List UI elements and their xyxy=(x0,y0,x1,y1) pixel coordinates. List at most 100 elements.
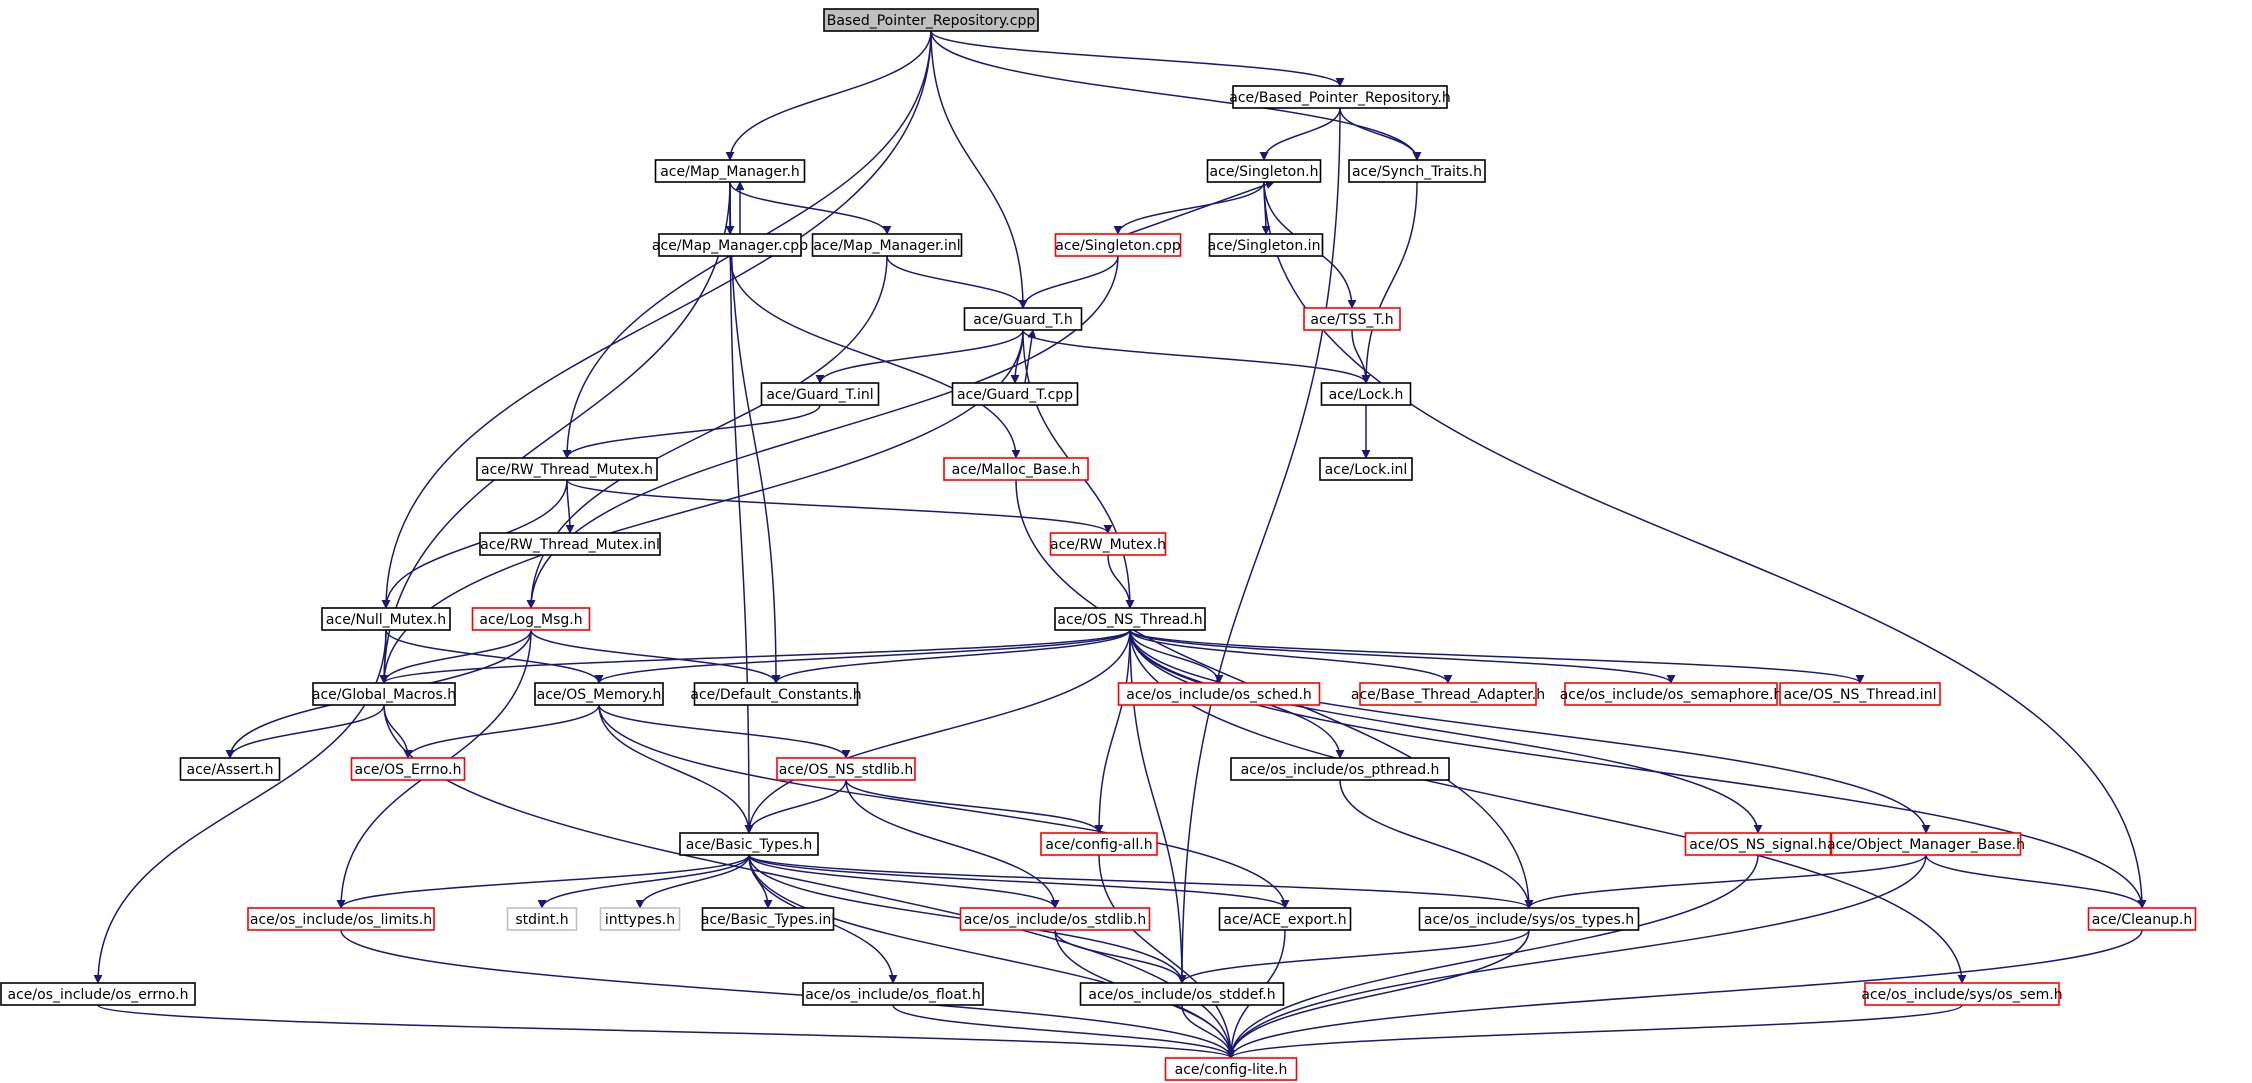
node-box xyxy=(1303,307,1401,331)
node-omb[interactable]: ace/Object_Manager_Base.h xyxy=(1827,832,2025,856)
node-label: ace/Map_Manager.h xyxy=(660,164,800,180)
node-systypes[interactable]: ace/os_include/sys/os_types.h xyxy=(1418,907,1640,931)
node-logmsg[interactable]: ace/Log_Msg.h xyxy=(471,607,591,631)
node-bta[interactable]: ace/Base_Thread_Adapter.h xyxy=(1351,682,1545,706)
node-btinl[interactable]: ace/Basic_Types.inl xyxy=(701,907,835,931)
node-syssem[interactable]: ace/os_include/sys/os_sem.h xyxy=(1861,982,2063,1006)
node-cfgall[interactable]: ace/config-all.h xyxy=(1040,832,1158,856)
node-mminl[interactable]: ace/Map_Manager.inl xyxy=(811,233,963,257)
node-singcpp[interactable]: ace/Singleton.cpp xyxy=(1054,233,1182,257)
edge-osnst-to-cfgall xyxy=(1094,629,1131,834)
node-mmcpp[interactable]: ace/Map_Manager.cpp xyxy=(652,233,808,257)
node-rwtminl[interactable]: ace/RW_Thread_Mutex.inl xyxy=(479,532,661,556)
node-box xyxy=(951,382,1079,406)
node-nullm[interactable]: ace/Null_Mutex.h xyxy=(321,607,451,631)
node-box xyxy=(802,982,984,1006)
edge-osnst-to-sched xyxy=(1129,629,1224,684)
node-box xyxy=(963,307,1083,331)
node-rwm[interactable]: ace/RW_Mutex.h xyxy=(1049,532,1167,556)
edge-osnst-to-osmem xyxy=(594,629,1131,684)
node-limits[interactable]: ace/os_include/os_limits.h xyxy=(247,907,435,931)
node-label: ace/Global_Macros.h xyxy=(312,687,456,703)
edge-omb-to-systypes xyxy=(1524,854,1927,909)
node-label: ace/Synch_Traits.h xyxy=(1352,164,1482,180)
node-stdlib[interactable]: ace/OS_NS_stdlib.h xyxy=(776,757,916,781)
node-lockinl[interactable]: ace/Lock.inl xyxy=(1319,457,1413,481)
node-box xyxy=(1320,382,1412,406)
node-guard[interactable]: ace/Guard_T.h xyxy=(963,307,1083,331)
edge-osstdlib-to-stddef xyxy=(1054,929,1187,984)
node-box xyxy=(1164,1057,1298,1081)
node-export[interactable]: ace/ACE_export.h xyxy=(1218,907,1352,931)
edge-osnst-to-defc xyxy=(771,629,1131,684)
node-box xyxy=(1218,907,1352,931)
node-osnst[interactable]: ace/OS_NS_Thread.h xyxy=(1054,607,1206,631)
edge-mm-to-btypes xyxy=(729,181,754,834)
edge-syssem-to-cfglite xyxy=(1226,1004,1963,1059)
node-assert[interactable]: ace/Assert.h xyxy=(179,757,281,781)
edge-synch-to-lock xyxy=(1361,181,1418,384)
node-stddef[interactable]: ace/os_include/os_stddef.h xyxy=(1079,982,1285,1006)
node-rwtm[interactable]: ace/RW_Thread_Mutex.h xyxy=(476,457,658,481)
edge-bprh-to-synch xyxy=(1339,107,1422,161)
node-osmem[interactable]: ace/OS_Memory.h xyxy=(534,682,664,706)
node-label: ace/os_include/os_sched.h xyxy=(1126,687,1311,703)
edge-guardcpp-to-guard xyxy=(1024,329,1037,384)
node-label: ace/os_include/os_errno.h xyxy=(8,987,189,1003)
node-label: ace/Guard_T.cpp xyxy=(957,387,1073,403)
node-label: ace/OS_NS_signal.h xyxy=(1689,837,1827,853)
node-cleanup[interactable]: ace/Cleanup.h xyxy=(2087,907,2197,931)
node-btypes[interactable]: ace/Basic_Types.h xyxy=(679,832,819,856)
node-root[interactable]: Based_Pointer_Repository.cpp xyxy=(823,8,1039,32)
node-pthread[interactable]: ace/os_include/os_pthread.h xyxy=(1230,757,1450,781)
node-label: ace/OS_Errno.h xyxy=(355,762,462,778)
node-synch[interactable]: ace/Synch_Traits.h xyxy=(1348,159,1486,183)
edge-systypes-to-cfglite xyxy=(1226,929,1530,1059)
node-label: inttypes.h xyxy=(605,912,675,928)
node-box xyxy=(1054,233,1182,257)
node-layer: Based_Pointer_Repository.cpp ace/Based_Po… xyxy=(0,8,2197,1081)
node-guardinl[interactable]: ace/Guard_T.inl xyxy=(760,382,880,406)
node-sched[interactable]: ace/os_include/os_sched.h xyxy=(1117,682,1321,706)
node-errno[interactable]: ace/os_include/os_errno.h xyxy=(0,982,196,1006)
node-oserrno[interactable]: ace/OS_Errno.h xyxy=(350,757,466,781)
node-box xyxy=(654,159,806,183)
node-label: ace/Basic_Types.h xyxy=(686,837,812,853)
edge-singcpp-to-sing xyxy=(1127,180,1275,235)
node-gmac[interactable]: ace/Global_Macros.h xyxy=(312,682,456,706)
node-tss[interactable]: ace/TSS_T.h xyxy=(1303,307,1401,331)
node-box xyxy=(471,607,591,631)
edge-root-to-nullm xyxy=(381,30,932,609)
node-mm[interactable]: ace/Map_Manager.h xyxy=(654,159,806,183)
node-float[interactable]: ace/os_include/os_float.h xyxy=(802,982,984,1006)
node-box xyxy=(1208,233,1324,257)
node-bprh[interactable]: ace/Based_Pointer_Repository.h xyxy=(1229,85,1451,109)
node-osnstinl[interactable]: ace/OS_NS_Thread.inl xyxy=(1779,682,1941,706)
node-signal[interactable]: ace/OS_NS_signal.h xyxy=(1684,832,1832,856)
edge-singcpp-to-guard xyxy=(1018,255,1119,309)
node-label: ace/OS_Memory.h xyxy=(537,687,662,703)
node-sem[interactable]: ace/os_include/os_semaphore.h xyxy=(1560,682,1783,706)
node-lock[interactable]: ace/Lock.h xyxy=(1320,382,1412,406)
node-box xyxy=(534,682,664,706)
edge-stdlib-to-btypes xyxy=(744,779,847,834)
node-osstdlib[interactable]: ace/os_include/os_stdlib.h xyxy=(959,907,1151,931)
node-singinl[interactable]: ace/Singleton.inl xyxy=(1208,233,1325,257)
node-defc[interactable]: ace/Default_Constants.h xyxy=(690,682,862,706)
node-box xyxy=(1117,682,1321,706)
node-label: ace/RW_Mutex.h xyxy=(1050,537,1166,553)
edge-limits-to-cfglite xyxy=(340,929,1236,1059)
edge-btypes-to-cfglite xyxy=(748,854,1236,1059)
edge-root-to-bprh xyxy=(930,30,1345,87)
edge-btypes-to-systypes xyxy=(748,854,1534,909)
node-guardcpp[interactable]: ace/Guard_T.cpp xyxy=(951,382,1079,406)
node-malloc[interactable]: ace/Malloc_Base.h xyxy=(943,457,1089,481)
node-label: ace/os_include/os_limits.h xyxy=(250,912,432,928)
node-cfglite[interactable]: ace/config-lite.h xyxy=(1164,1057,1298,1081)
edge-float-to-cfglite xyxy=(892,1004,1236,1059)
edge-root-to-mm xyxy=(725,30,932,161)
node-label: ace/OS_NS_Thread.h xyxy=(1057,612,1202,628)
edge-sing-to-singcpp xyxy=(1113,181,1265,235)
edge-sing-to-cleanup xyxy=(1263,181,2147,909)
node-sing[interactable]: ace/Singleton.h xyxy=(1206,159,1322,183)
